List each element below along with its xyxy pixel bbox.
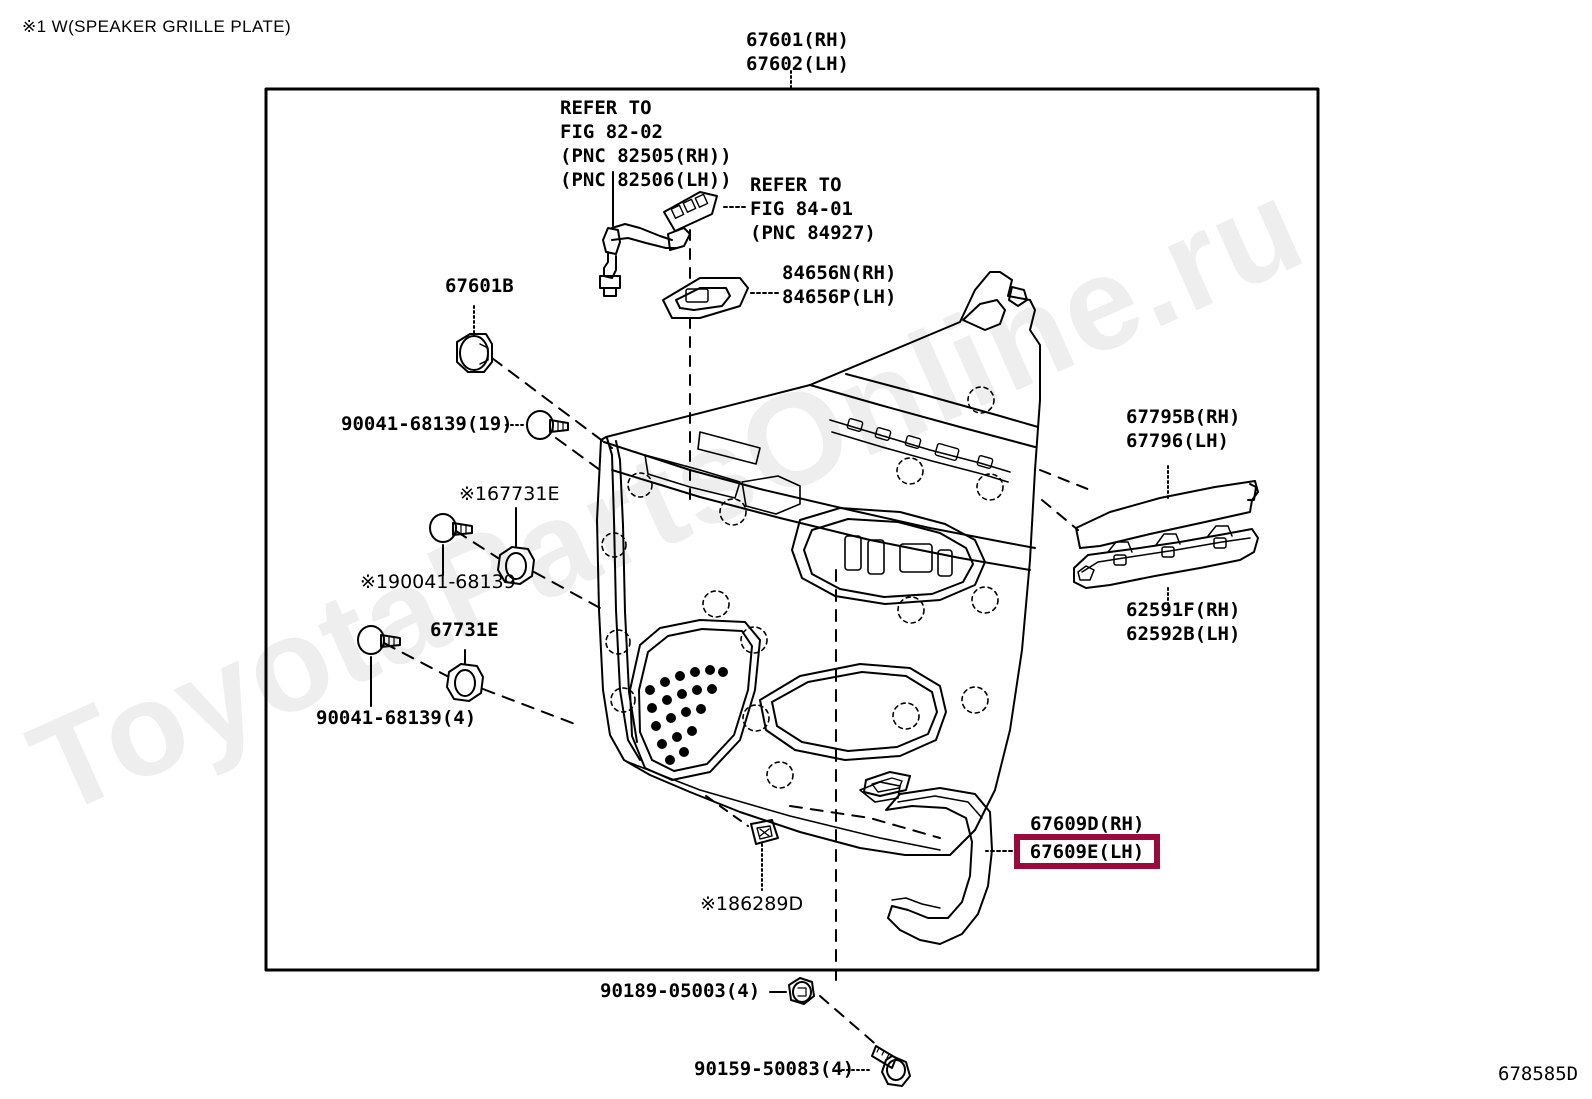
door-trim-panel [596,271,1041,856]
lower-trim-part [1073,525,1259,589]
switch-bezel-part [662,277,749,319]
speaker-grille-note: ※1 W(SPEAKER GRILLE PLATE) [22,17,292,36]
label-clip-67731e-star: ※167731E [459,483,560,505]
label-nut-90189: 90189-05003(4) [600,980,761,1002]
label-screw-90041-4: 90041-68139(4) [316,707,477,729]
label-clip-67731e: 67731E [430,619,499,641]
highlighted-part-box[interactable]: 67609E(LH) [1014,834,1160,869]
bolt-90159 [871,1045,911,1087]
clip-67731e [446,663,484,702]
label-plug-86289d: ※186289D [700,893,804,915]
label-bolt-90159: 90159-50083(4) [694,1058,855,1080]
label-refer-fig-84-01: REFER TO FIG 84-01 (PNC 84927) [750,174,876,244]
label-screw-90041-19: 90041-68139(19) [341,413,513,435]
label-upper-trim: 67795B(RH) 67796(LH) [1126,406,1241,452]
clip-67731e-star [497,546,535,585]
grommet-67601b [456,333,493,373]
plug-86289d [750,819,779,845]
upper-trim-part [1075,480,1259,549]
label-cover-rh: 67609D(RH) [1030,813,1145,835]
door-cover-part [863,771,993,945]
screw-90041-19 [526,410,569,440]
label-cover-lh: 67609E(LH) [1029,840,1145,863]
wire-harness-part [599,223,691,297]
label-screw-90041-star: ※190041-68139 [360,571,516,593]
label-lower-trim: 62591F(RH) 62592B(LH) [1126,599,1241,645]
switch-unit-part [663,191,718,232]
diagram-border [264,87,1320,972]
label-main-trim: 67601(RH) 67602(LH) [746,29,849,75]
screw-90041-star [429,513,473,543]
screw-90041-4 [357,625,401,655]
figure-code: 678585D [1498,1063,1579,1085]
label-switch-bezel: 84656N(RH) 84656P(LH) [782,262,897,308]
nut-90189 [788,977,815,1005]
label-clip-67601b: 67601B [445,275,514,297]
label-refer-fig-82-02: REFER TO FIG 82-02 (PNC 82505(RH)) (PNC … [560,97,732,191]
